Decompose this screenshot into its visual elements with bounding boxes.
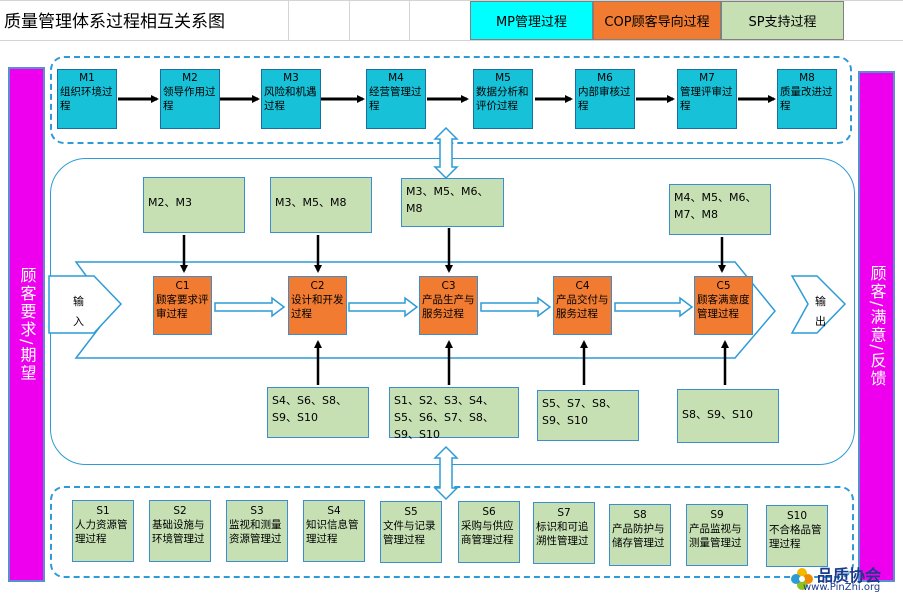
customer-feedback-bar: 顾客/满意/反馈 [858, 71, 895, 582]
customer-feedback-label: 顾客/满意/反馈 [867, 265, 887, 388]
output-label: 输出 [815, 295, 826, 328]
input-label: 输入 [73, 295, 84, 328]
flow-arrow [214, 296, 286, 318]
input-chevron [48, 275, 123, 334]
legend-sp: SP支持过程 [721, 1, 844, 40]
customer-requirements-label: 顾客要求/期望 [17, 266, 37, 383]
s-input-c2: S4、S6、S8、S9、S10 [267, 387, 369, 438]
watermark-url: www.PinZhi.org [803, 582, 881, 593]
grid-line [349, 0, 350, 40]
watermark-logo: 品质协会 www.PinZhi.org [789, 560, 899, 598]
s-input-c5: S8、S9、S10 [677, 389, 779, 443]
s-input-c3: S1、S2、S3、S4、 S5、S6、S7、S8、 S9、S10 [389, 387, 519, 441]
grid-line [0, 0, 903, 1]
grid-line [288, 0, 289, 40]
flow-arrow [348, 296, 419, 318]
m-input-c5: M4、M5、M6、M7、M8 [669, 184, 771, 235]
legend-mp: MP管理过程 [470, 1, 593, 40]
page-title: 质量管理体系过程相互关系图 [4, 12, 225, 32]
flow-arrow [614, 296, 694, 318]
m-input-c2: M3、M5、M8 [270, 177, 372, 233]
output-chevron [790, 275, 847, 334]
grid-line [0, 40, 903, 41]
grid-line [409, 0, 410, 40]
flower-icon [791, 568, 813, 590]
m-input-c3: M3、M5、M6、M8 [401, 178, 504, 227]
cop-sp-double-arrow [433, 445, 459, 501]
s-input-c4: S5、S7、S8、S9、S10 [537, 390, 639, 441]
watermark-name: 品质协会 [817, 566, 882, 585]
m-input-c1: M2、M3 [143, 177, 245, 233]
legend-cop: COP顾客导向过程 [593, 1, 721, 40]
mp-cop-double-arrow [433, 126, 459, 180]
flow-arrow [480, 296, 552, 318]
customer-requirements-bar: 顾客要求/期望 [8, 67, 45, 582]
